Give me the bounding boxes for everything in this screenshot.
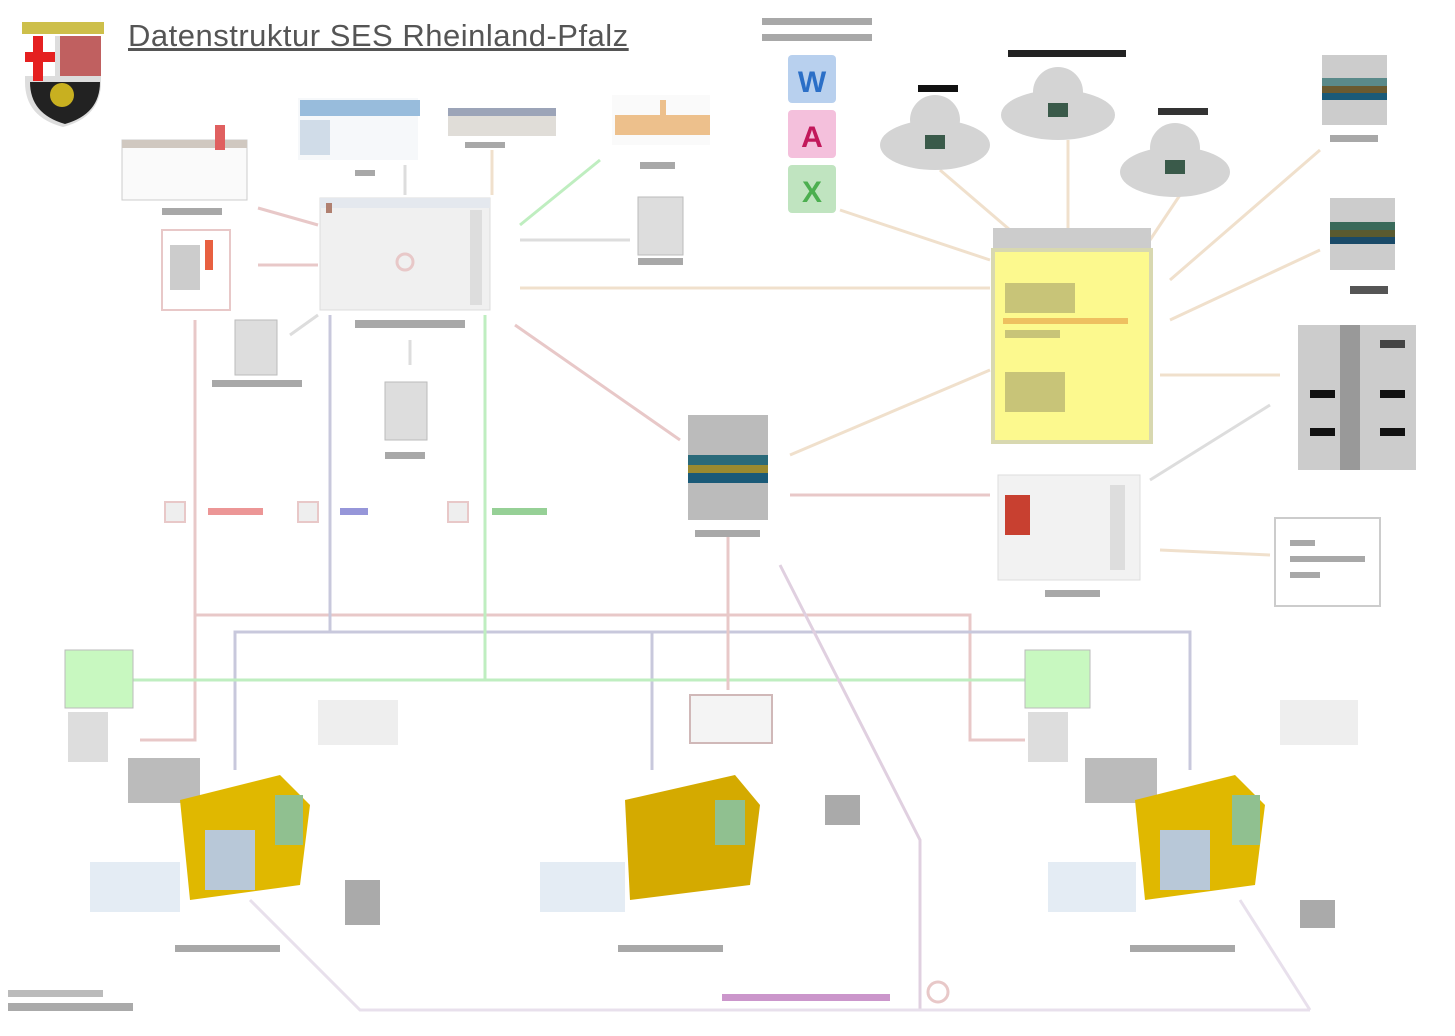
server-rack-icon [1298,325,1416,470]
cloud-icon [1120,108,1230,197]
screenshot-thumbnails [121,95,710,459]
highlighted-document-box [991,228,1153,444]
marker-icon [926,980,950,1004]
footer-link-label [722,994,890,1001]
line-legend [164,501,547,523]
site-cluster-middle [540,694,860,952]
site-cluster-right [1024,649,1358,952]
footer-credits [8,990,133,1011]
note-box [1274,517,1381,607]
word-icon: W [798,66,827,99]
connection-lines [65,140,1321,1012]
cloud-icon [880,85,990,170]
site-cluster-left [64,649,398,952]
coat-of-arms-logo [22,22,104,127]
excel-icon: X [802,176,822,209]
servers [1298,55,1416,470]
central-application-window [319,197,491,328]
page-title: Datenstruktur SES Rheinland-Pfalz [128,18,629,53]
cloud-services [880,50,1230,197]
access-icon: A [801,121,823,154]
cloud-icon [1001,50,1126,140]
application-window-right [997,474,1141,597]
central-database-icon [688,415,768,537]
office-icons: W A X [762,18,872,213]
server-icon [1330,198,1395,294]
server-icon [1322,55,1387,142]
